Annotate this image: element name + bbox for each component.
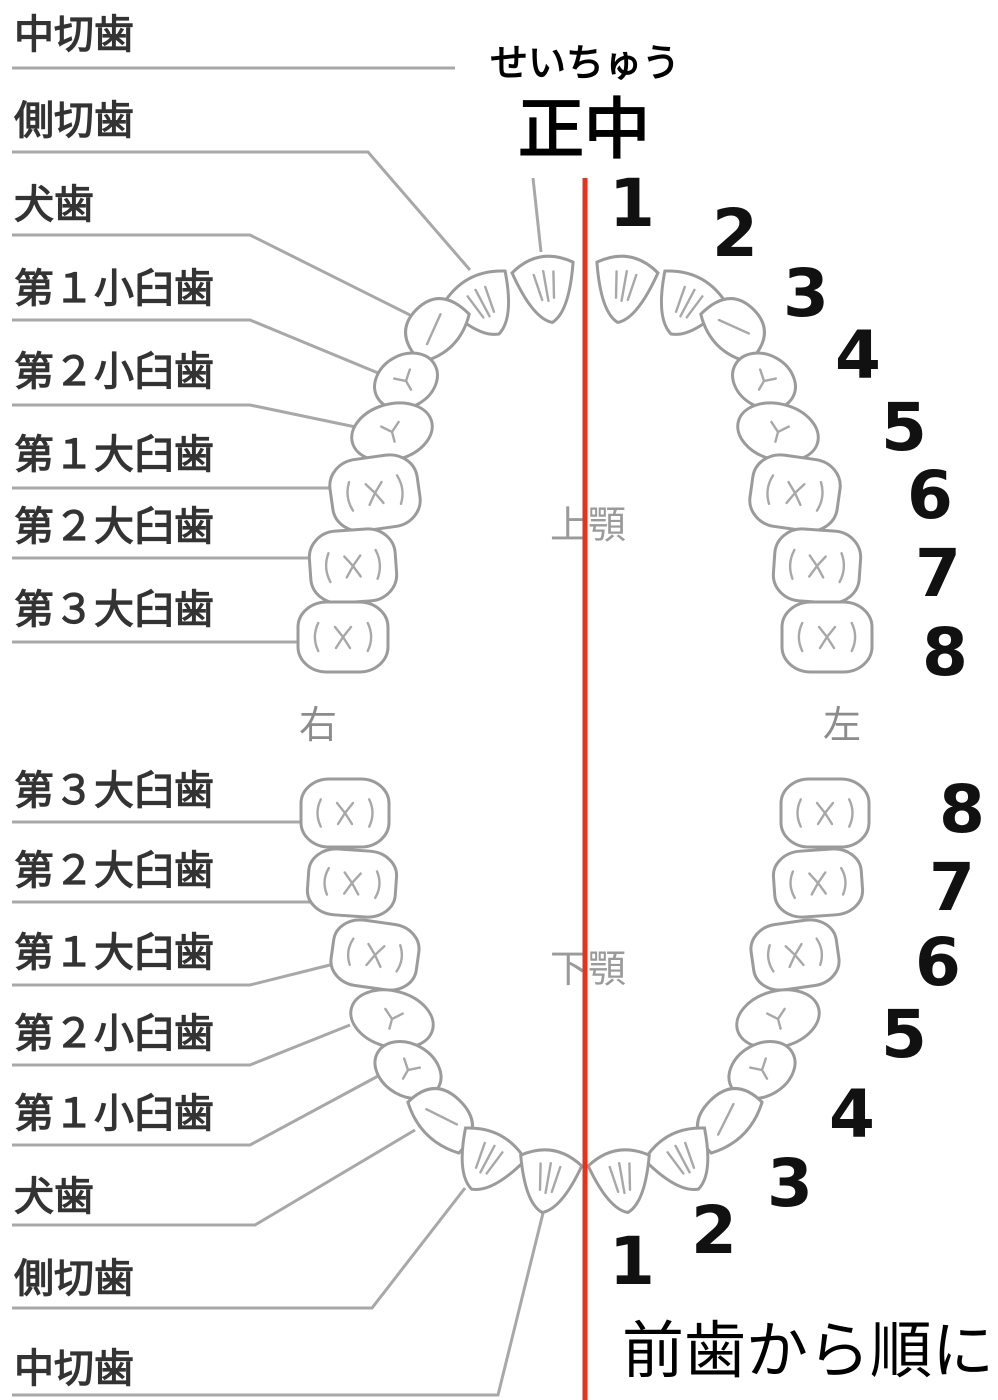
upper-left-first-molar <box>748 453 842 533</box>
upper-left-canine <box>699 297 766 364</box>
lower-number-5: 5 <box>881 996 927 1073</box>
upper-left-third-molar <box>780 600 874 674</box>
upper-label-central-incisor: 中切歯 <box>14 12 134 58</box>
lower-label-second-molar: 第２大臼歯 <box>14 848 214 894</box>
leader-line-central-incisor-pointer <box>531 177 543 253</box>
lower-label-lateral-incisor: 側切歯 <box>13 1256 134 1302</box>
upper-label-first-molar: 第１大臼歯 <box>14 432 214 478</box>
upper-label-lateral-incisor: 側切歯 <box>13 98 134 144</box>
lower-number-2: 2 <box>691 1192 737 1269</box>
lower-right-central-incisor <box>519 1148 584 1215</box>
lower-number-4: 4 <box>829 1076 875 1153</box>
upper-number-5: 5 <box>881 389 927 466</box>
leader-line-lower-central-incisor <box>12 1204 547 1397</box>
lower-jaw-label: 下顎 <box>550 947 626 991</box>
midline-reading: せいちゅう <box>490 41 680 85</box>
upper-right-third-molar <box>296 600 390 674</box>
leader-line-upper-canine <box>12 233 411 317</box>
lower-label-first-molar: 第１大臼歯 <box>14 930 214 976</box>
leader-line-lower-lateral-incisor <box>12 1187 467 1310</box>
lower-number-1: 1 <box>609 1223 655 1300</box>
upper-number-7: 7 <box>915 535 961 612</box>
upper-right-first-molar <box>328 453 422 533</box>
leader-line-lower-second-premolar <box>12 1023 351 1067</box>
lower-number-6: 6 <box>915 924 961 1001</box>
lower-left-third-molar <box>779 777 871 849</box>
midline-label: 正中 <box>518 91 650 168</box>
upper-left-central-incisor <box>595 254 660 325</box>
upper-number-3: 3 <box>783 255 829 332</box>
upper-label-canine: 犬歯 <box>14 182 94 228</box>
lower-number-8: 8 <box>939 771 985 848</box>
upper-right-central-incisor <box>510 254 575 325</box>
right-side-label: 右 <box>299 703 337 747</box>
upper-number-2: 2 <box>712 195 758 272</box>
lower-right-lateral-incisor <box>460 1126 528 1192</box>
lower-left-central-incisor <box>586 1148 651 1215</box>
lower-label-second-premolar: 第２小臼歯 <box>14 1011 214 1057</box>
leader-line-upper-lateral-incisor <box>12 150 472 271</box>
upper-left-second-molar <box>771 527 863 605</box>
upper-label-first-premolar: 第１小臼歯 <box>14 266 214 312</box>
lower-label-third-molar: 第３大臼歯 <box>14 768 214 814</box>
left-side-label: 左 <box>823 703 861 747</box>
leader-line-upper-first-premolar <box>12 318 391 380</box>
upper-number-8: 8 <box>922 614 968 691</box>
lower-right-second-molar <box>305 847 399 919</box>
upper-label-second-molar: 第２大臼歯 <box>14 504 214 550</box>
upper-right-first-premolar <box>373 351 439 411</box>
lower-label-central-incisor: 中切歯 <box>14 1346 134 1392</box>
order-note: 前歯から順に <box>622 1314 994 1387</box>
lower-left-second-molar <box>771 847 865 919</box>
leader-line-lower-first-premolar <box>12 1073 381 1147</box>
lower-label-first-premolar: 第１小臼歯 <box>14 1091 214 1137</box>
lower-number-3: 3 <box>767 1145 813 1222</box>
leader-line-upper-second-premolar <box>12 403 371 432</box>
lower-number-7: 7 <box>929 849 975 926</box>
upper-number-4: 4 <box>835 317 881 394</box>
leader-line-lower-canine <box>12 1128 416 1227</box>
lower-right-third-molar <box>299 777 391 849</box>
upper-right-canine <box>404 297 471 364</box>
upper-label-third-molar: 第３大臼歯 <box>14 587 214 633</box>
upper-number-6: 6 <box>907 457 953 534</box>
upper-label-second-premolar: 第２小臼歯 <box>14 349 214 395</box>
upper-jaw-label: 上顎 <box>550 503 626 547</box>
lower-left-lateral-incisor <box>642 1126 710 1192</box>
lower-label-canine: 犬歯 <box>14 1174 94 1220</box>
leader-line-lower-first-molar <box>12 963 331 987</box>
upper-number-1: 1 <box>609 165 655 242</box>
upper-left-first-premolar <box>731 351 797 411</box>
lower-left-first-molar <box>749 918 841 992</box>
upper-right-second-molar <box>307 527 399 605</box>
lower-right-first-molar <box>329 918 421 992</box>
